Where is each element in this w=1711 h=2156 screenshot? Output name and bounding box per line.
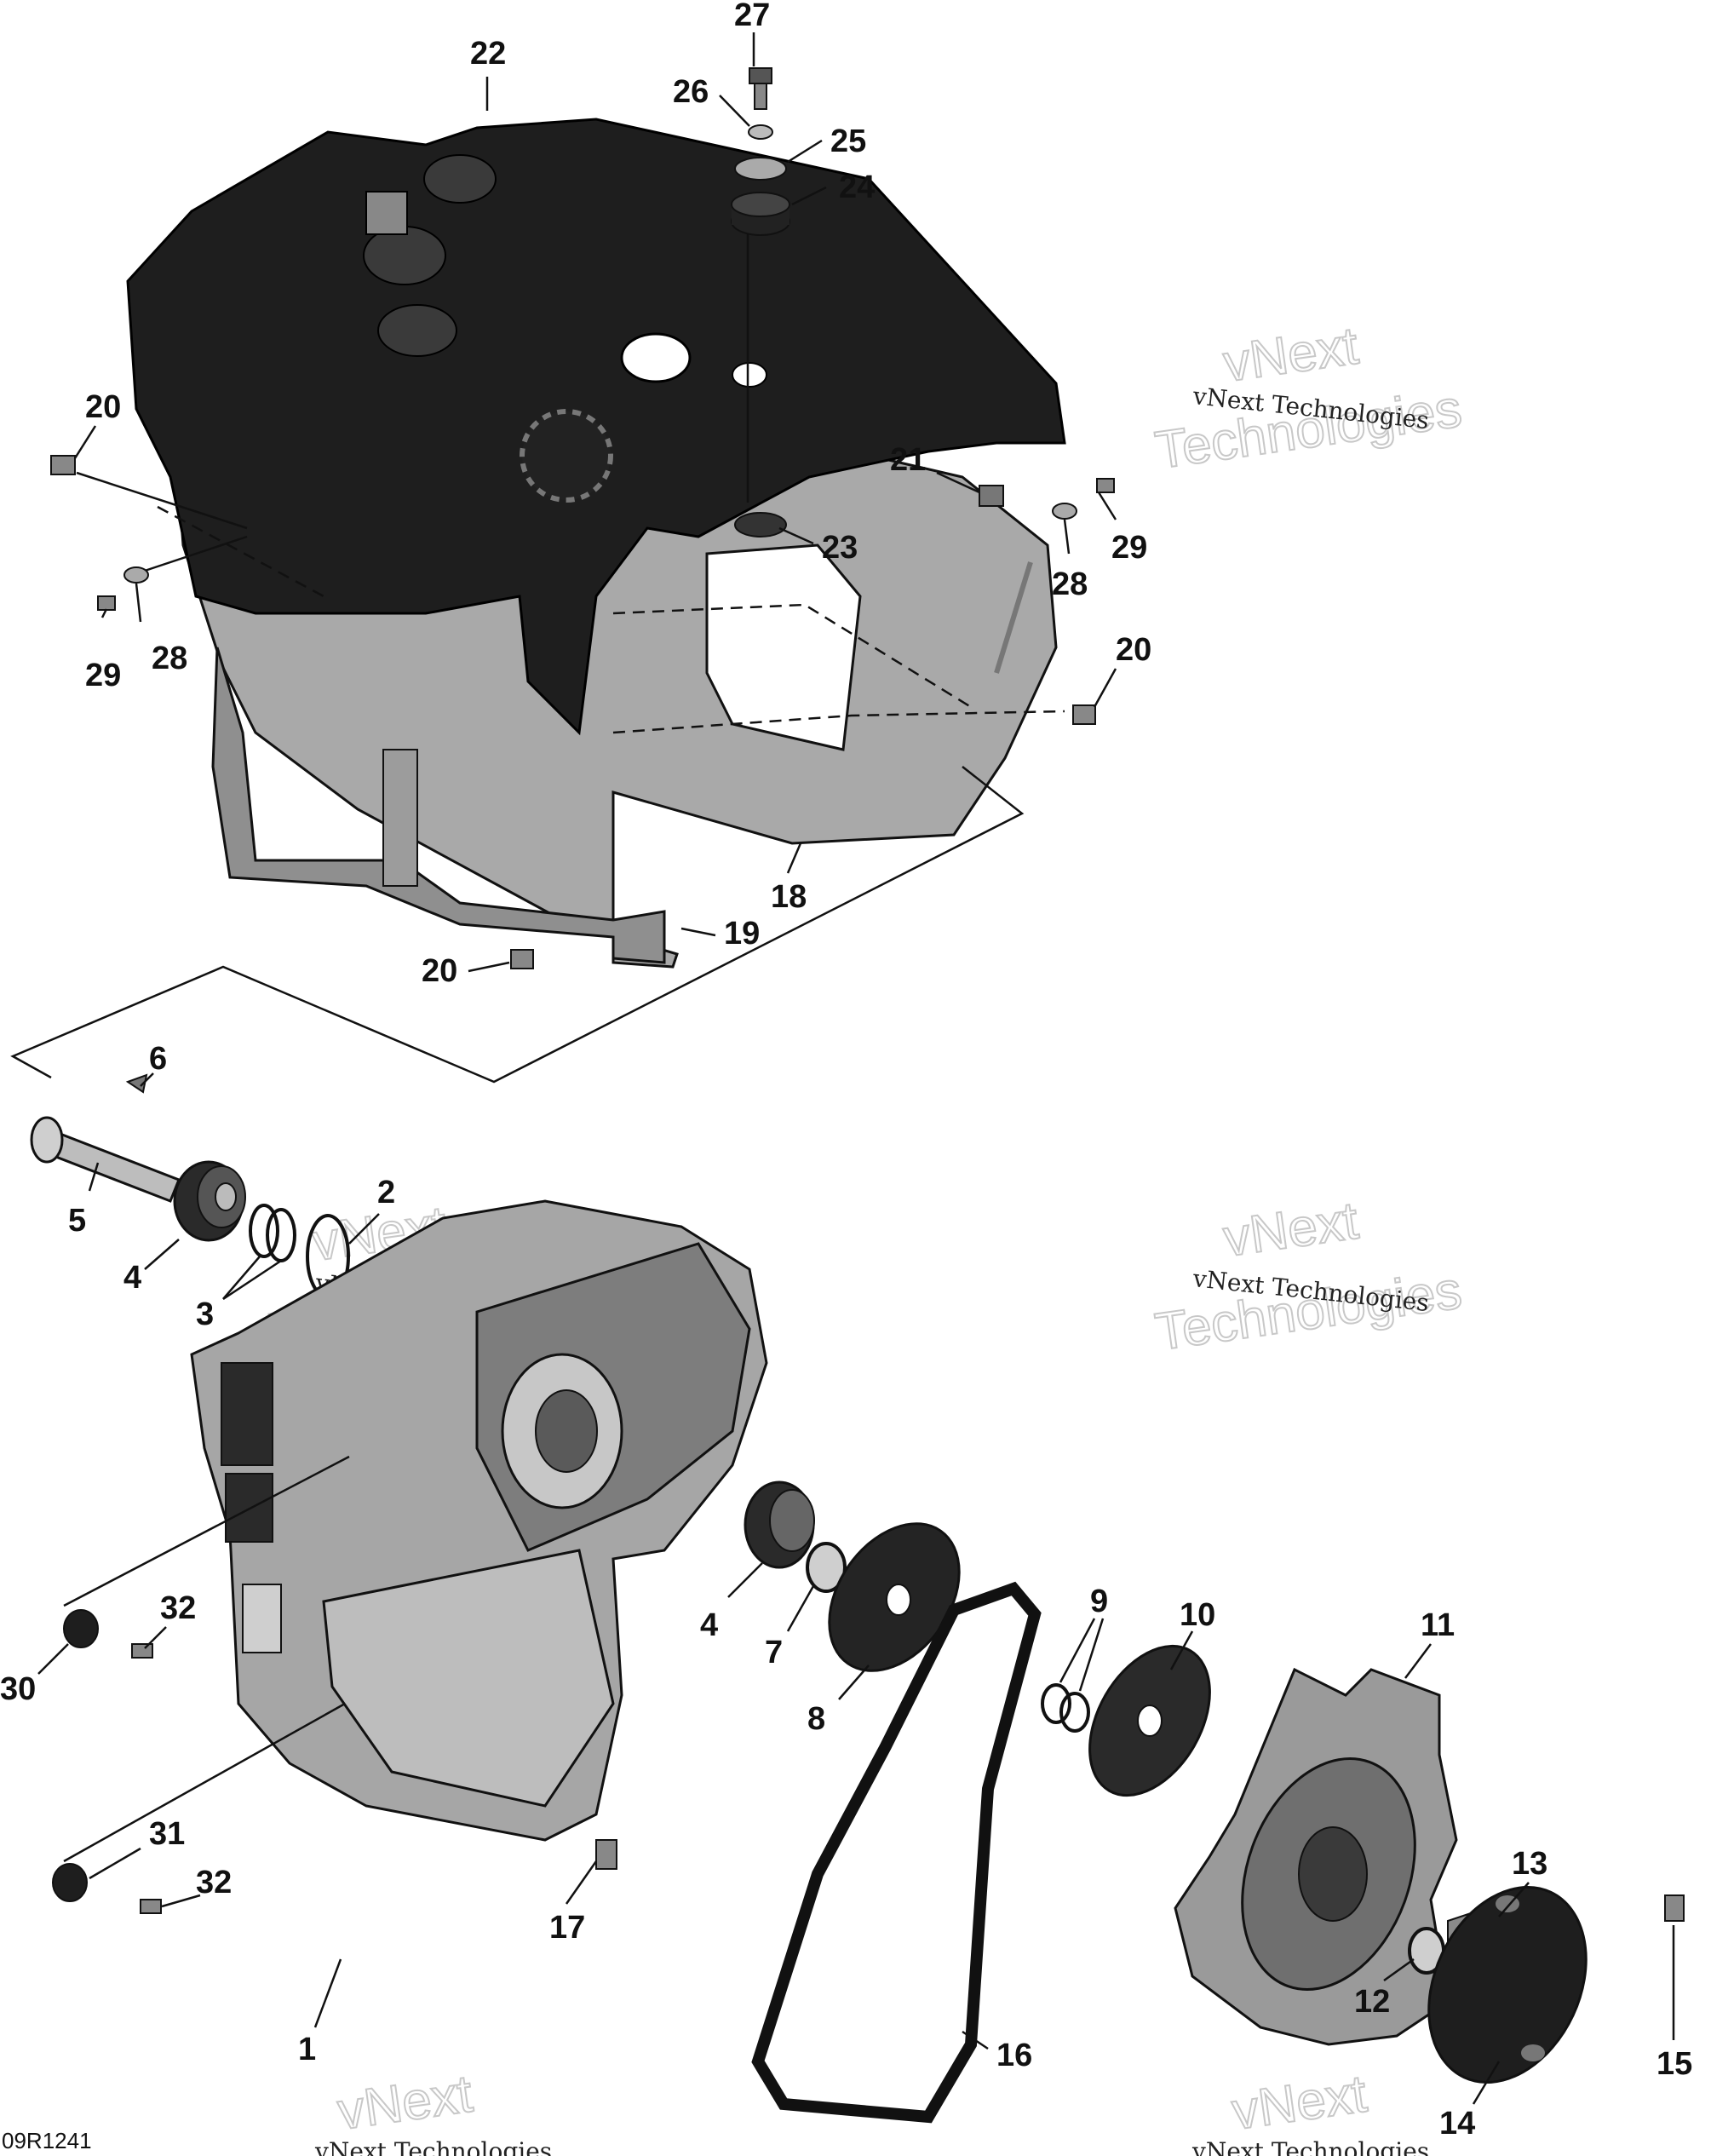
part-23-grommet — [734, 512, 787, 538]
part-9-rings — [1041, 1683, 1090, 1733]
callout-5: 5 — [68, 1203, 86, 1239]
part-3-rings — [249, 1204, 296, 1262]
part-4-bearing — [173, 1160, 246, 1242]
watermark-brand: vNext — [334, 2064, 476, 2141]
callout-18: 18 — [771, 879, 807, 915]
part-14-cap — [1427, 1885, 1588, 2084]
callout-20: 20 — [422, 953, 457, 989]
callout-4: 4 — [700, 1607, 718, 1643]
callout-26: 26 — [673, 74, 709, 110]
callout-6: 6 — [149, 1041, 167, 1077]
part-20-bolt — [510, 949, 534, 969]
part-4-bearing — [744, 1480, 815, 1569]
callout-19: 19 — [724, 916, 760, 952]
part-1-housing — [190, 1199, 768, 1842]
callout-10: 10 — [1180, 1597, 1215, 1633]
callout-22: 22 — [470, 36, 506, 72]
callout-11: 11 — [1421, 1607, 1455, 1643]
callout-3: 3 — [196, 1296, 214, 1332]
part-6-key — [125, 1073, 148, 1094]
part-29-screw — [97, 595, 116, 611]
callout-16: 16 — [996, 2038, 1032, 2073]
part-28-washer — [1052, 503, 1077, 520]
part-32-screw — [131, 1643, 153, 1659]
callout-29: 29 — [1111, 530, 1147, 566]
callout-12: 12 — [1354, 1984, 1390, 2020]
part-32-screw — [140, 1899, 162, 1914]
part-5-shaft — [30, 1116, 181, 1203]
watermark-brand: vNext — [1220, 1191, 1362, 1268]
callout-15: 15 — [1656, 2046, 1692, 2082]
part-26-washer — [748, 124, 773, 140]
part-22-cover — [126, 118, 1066, 736]
callout-leaders — [37, 32, 1675, 2105]
part-21-nut — [979, 485, 1004, 507]
callout-31: 31 — [149, 1816, 185, 1852]
fasteners-upper — [50, 67, 1115, 969]
callout-17: 17 — [549, 1910, 585, 1946]
part-19-bracket — [211, 647, 666, 964]
watermark: vNext vNext Technologies — [1191, 2063, 1429, 2156]
part-20-bolt — [50, 455, 76, 475]
part-8-pulley — [828, 1522, 961, 1672]
callout-32: 32 — [196, 1865, 232, 1900]
callout-2: 2 — [377, 1175, 395, 1210]
watermark: vNext Technologies vNext Technologies — [1151, 1190, 1466, 1362]
watermark: vNext vNext Technologies — [314, 2063, 552, 2156]
callout-1: 1 — [298, 2032, 316, 2067]
watermark-brand: vNext — [1220, 316, 1362, 393]
part-27-bolt — [749, 67, 772, 110]
part-11-fan — [1174, 1667, 1458, 2046]
callout-28: 28 — [1052, 566, 1088, 602]
callout-28: 28 — [152, 641, 187, 676]
part-7-washer — [806, 1542, 847, 1593]
callout-9: 9 — [1090, 1584, 1108, 1619]
callout-14: 14 — [1439, 2106, 1475, 2142]
part-28-washer — [123, 566, 149, 584]
part-25-washer — [734, 157, 787, 181]
figure-code: 09R1241 — [2, 2128, 92, 2153]
watermark-text: vNext Technologies — [314, 2137, 552, 2156]
callout-24: 24 — [839, 170, 875, 205]
callout-13: 13 — [1512, 1846, 1547, 1882]
callout-20: 20 — [1116, 632, 1151, 668]
part-16-belt — [751, 1581, 1042, 2124]
part-10-pulley — [1088, 1644, 1211, 1797]
part-20-bolt — [1072, 704, 1096, 725]
part-17-bolt — [595, 1839, 617, 1870]
watermark: vNext Technologies vNext Technologies — [1151, 315, 1466, 480]
part-31-clamp — [52, 1863, 88, 1902]
callout-20: 20 — [85, 389, 121, 425]
part-24-grommet — [731, 192, 790, 236]
watermark-brand: vNext — [1228, 2064, 1370, 2141]
callout-29: 29 — [85, 658, 121, 693]
assembly-lines-upper — [10, 234, 1065, 1084]
watermark-text: vNext Technologies — [1191, 2137, 1429, 2156]
callout-21: 21 — [890, 442, 926, 478]
callout-32: 32 — [160, 1590, 196, 1626]
part-15-screw — [1664, 1894, 1685, 1922]
part-30-clamp — [63, 1609, 99, 1648]
callout-27: 27 — [734, 0, 770, 33]
callout-23: 23 — [822, 530, 858, 566]
callout-8: 8 — [807, 1701, 825, 1737]
part-29-screw — [1096, 478, 1115, 493]
callout-30: 30 — [0, 1671, 36, 1707]
callout-7: 7 — [765, 1635, 783, 1670]
assembly-lines-lower — [63, 1455, 350, 1863]
callout-4: 4 — [123, 1260, 141, 1296]
callout-25: 25 — [830, 124, 866, 159]
